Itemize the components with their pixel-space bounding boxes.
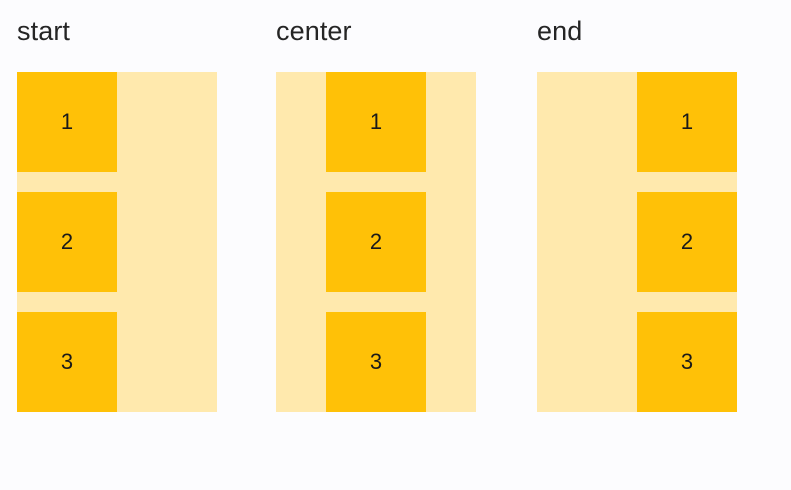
flex-item: 2	[637, 192, 737, 292]
flex-container-end: 1 2 3	[537, 72, 737, 412]
flex-container-center: 1 2 3	[276, 72, 476, 412]
flex-item: 2	[326, 192, 426, 292]
flex-item: 3	[326, 312, 426, 412]
flex-item: 3	[637, 312, 737, 412]
column-label-center: center	[276, 16, 352, 46]
flex-item: 1	[637, 72, 737, 172]
column-label-start: start	[17, 16, 71, 46]
flex-item: 1	[326, 72, 426, 172]
flex-item: 3	[17, 312, 117, 412]
column-label-end: end	[537, 16, 583, 46]
flex-item: 2	[17, 192, 117, 292]
flex-container-start: 1 2 3	[17, 72, 217, 412]
flex-item: 1	[17, 72, 117, 172]
